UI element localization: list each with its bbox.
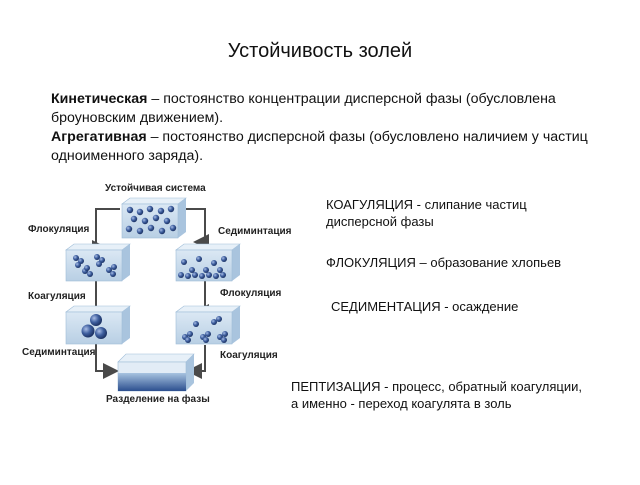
box-right-sedimentation	[175, 243, 241, 282]
label-stable-system: Устойчивая система	[105, 183, 206, 194]
label-phase-separation: Разделение на фазы	[106, 394, 210, 405]
aggregative-term: Агрегативная	[51, 129, 147, 145]
definition-coagulation: КОАГУЛЯЦИЯ - слипание частиц дисперсной …	[326, 197, 527, 229]
particles-flocs-settled	[182, 316, 228, 343]
kinetic-description: – постоянство концентрации дисперсной фа…	[51, 91, 556, 126]
box-phase-separation	[117, 353, 195, 392]
particles-dispersed	[125, 205, 177, 235]
box-left-flocculation	[65, 243, 131, 282]
arrow-top-left	[92, 208, 120, 256]
particles-flocs	[73, 254, 117, 277]
arrow-right-bottom	[186, 345, 206, 379]
box-stable-system	[121, 197, 187, 239]
definition-sedimentation: СЕДИМЕНТАЦИЯ - осаждение	[331, 299, 519, 314]
kinetic-stability-line: Кинетическая – постоянство концентрации …	[51, 90, 611, 128]
label-right-coagulation: Коагуляция	[220, 350, 278, 361]
kinetic-term: Кинетическая	[51, 91, 148, 107]
intro-text: Кинетическая – постоянство концентрации …	[51, 90, 611, 166]
separated-phase-layer	[118, 373, 186, 391]
slide-title: Устойчивость золей	[227, 40, 413, 62]
label-left-coagulation: Коагуляция	[28, 291, 86, 302]
label-right-sedimentation: Седиминтация	[218, 226, 292, 237]
definition-flocculation: ФЛОКУЛЯЦИЯ – образование хлопьев	[326, 255, 562, 270]
label-left-flocculation: Флокуляция	[28, 224, 90, 235]
aggregative-description: – постоянство дисперсной фазы (обусловле…	[51, 129, 588, 164]
arrow-top-right	[186, 208, 209, 250]
definition-peptization: ПЕПТИЗАЦИЯ - процесс, обратный коагуляци…	[291, 379, 582, 411]
label-right-flocculation: Флокуляция	[220, 288, 282, 299]
box-left-coagulation	[65, 305, 131, 345]
arrow-left-bottom	[95, 340, 119, 379]
label-left-sedimentation: Седиминтация	[22, 347, 96, 358]
aggregative-stability-line: Агрегативная – постоянство дисперсной фа…	[51, 128, 611, 166]
particles-settled	[178, 256, 227, 279]
particles-coagulated	[81, 314, 107, 339]
box-right-flocculation	[175, 305, 241, 345]
